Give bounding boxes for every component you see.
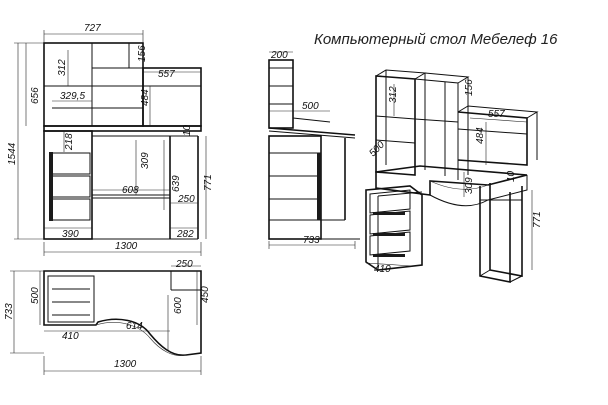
dim-iso-156: 156 [464, 79, 475, 96]
dim-front-656: 656 [30, 87, 41, 104]
dim-iso-309: 309 [464, 177, 475, 194]
iso-view: 312 156 557 484 500 309 10 771 410 [365, 69, 543, 283]
dim-front-10: 10 [182, 124, 193, 136]
dim-side-200: 200 [270, 50, 288, 61]
dim-side-733: 733 [303, 235, 320, 246]
dim-iso-10: 10 [506, 170, 517, 182]
dim-front-218: 218 [64, 133, 75, 151]
dim-top-1300: 1300 [114, 359, 137, 370]
dim-iso-771: 771 [532, 211, 543, 228]
dim-iso-484: 484 [475, 127, 486, 144]
dim-top-500: 500 [30, 287, 41, 304]
front-view: 727 656 1544 312 329,5 156 557 484 218 1… [7, 23, 214, 256]
dim-front-329-5: 329,5 [60, 91, 85, 102]
dim-iso-500: 500 [367, 139, 387, 159]
dim-front-312: 312 [57, 59, 68, 76]
dim-iso-557: 557 [488, 109, 505, 120]
dim-top-733: 733 [4, 303, 15, 320]
dim-front-1300: 1300 [115, 241, 138, 252]
dim-front-727: 727 [84, 23, 101, 34]
dim-iso-312: 312 [388, 86, 399, 103]
dim-front-1544: 1544 [7, 142, 18, 165]
dim-top-450: 450 [200, 286, 211, 303]
dim-top-410: 410 [62, 331, 79, 342]
dim-top-614: 614 [126, 321, 143, 332]
dim-top-250: 250 [175, 259, 193, 270]
dim-top-600: 600 [173, 297, 184, 314]
side-view: 200 500 733 [268, 50, 360, 249]
dim-front-608: 608 [122, 185, 139, 196]
dim-front-156: 156 [137, 45, 148, 62]
top-view: 733 500 250 450 600 410 614 1300 [4, 259, 211, 375]
dim-front-309: 309 [140, 152, 151, 169]
dim-front-557: 557 [158, 69, 175, 80]
dim-front-250: 250 [177, 194, 195, 205]
dim-side-500: 500 [302, 101, 319, 112]
dim-front-390: 390 [62, 229, 79, 240]
dim-front-771: 771 [203, 174, 214, 191]
drawing-title: Компьютерный стол Мебелеф 16 [314, 31, 558, 48]
dim-front-484: 484 [140, 89, 151, 106]
dim-front-282: 282 [176, 229, 194, 240]
dim-iso-410: 410 [374, 264, 391, 275]
dim-front-639: 639 [171, 175, 182, 192]
